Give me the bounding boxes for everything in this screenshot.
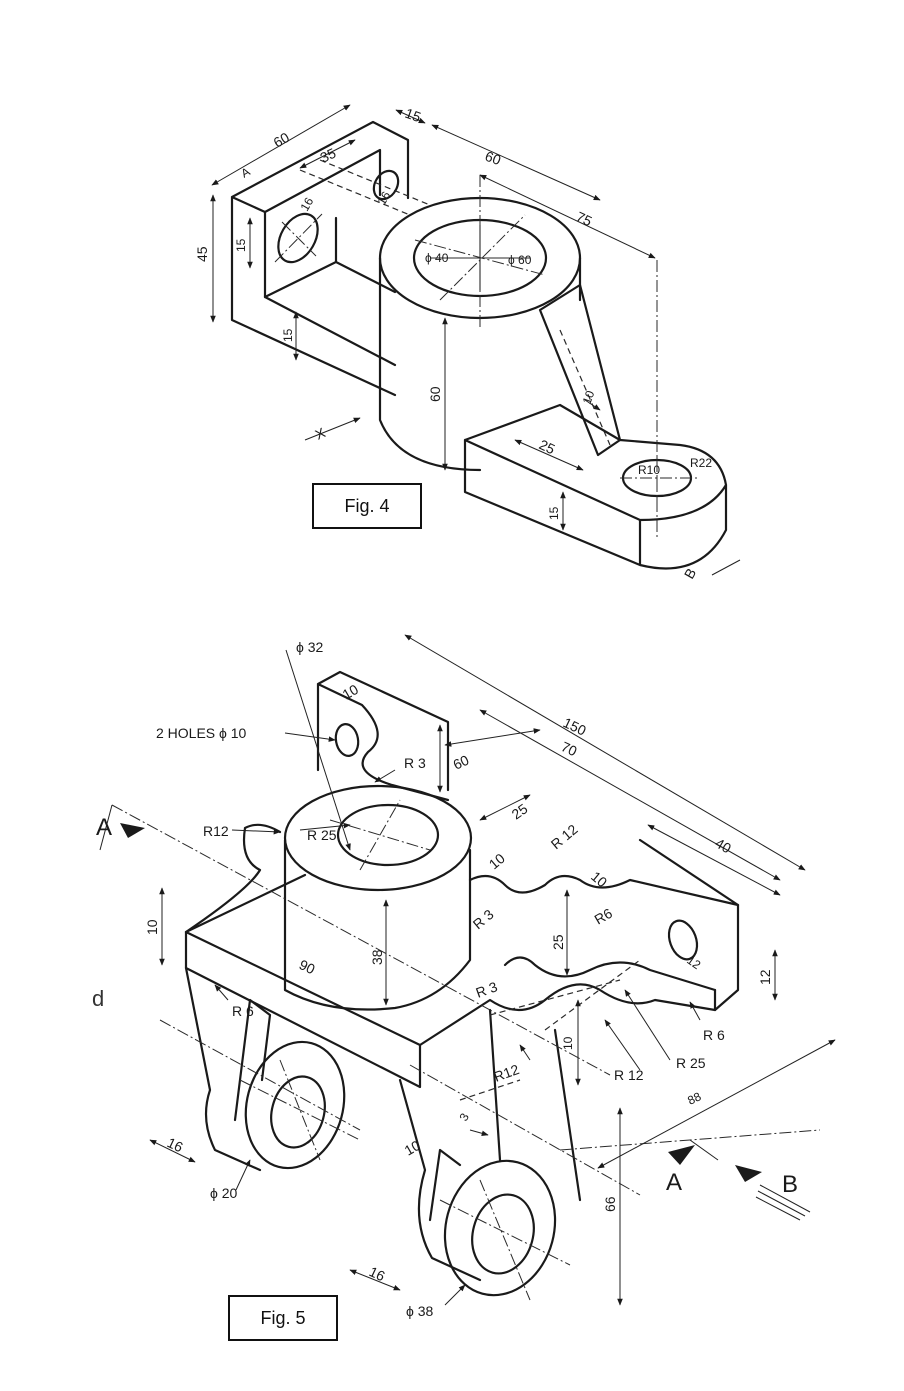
fig5-r6-right: R 6	[703, 1027, 725, 1043]
fig4-dim-A: A	[239, 164, 253, 180]
fig4-drawing: 60 15 35 A 45 15 15 16 16 60 75 ϕ 40 ϕ 6…	[194, 104, 741, 582]
fig4-dimension-lines	[210, 104, 741, 576]
fig5-dim-16-right: 16	[367, 1263, 388, 1284]
fig5-dim-60: 60	[451, 752, 472, 773]
fig5-dim-150: 150	[561, 714, 589, 738]
fig4-dim-15-lug: 15	[547, 506, 561, 520]
fig4-dim-15-top: 15	[403, 105, 423, 125]
fig5-block-hole	[334, 723, 360, 757]
fig5-right-hole	[667, 919, 699, 961]
fig4-dim-60-height: 60	[427, 386, 443, 402]
fig4-view-b: B	[681, 565, 700, 581]
fig4-dim-16: 16	[297, 195, 316, 214]
fig5-dim-12b: 12	[757, 969, 773, 985]
fig5-view-a-right: A	[666, 1169, 682, 1196]
fig5-r12-low: R12	[492, 1061, 522, 1085]
fig4-dim-60-long: 60	[483, 148, 503, 168]
fig5-right-boss-centerlines	[439, 1179, 571, 1301]
fig5-left-boss	[244, 1040, 346, 1170]
fig4-lug-centerlines	[620, 260, 700, 540]
fig5-dim-10-leg: 10	[402, 1137, 424, 1159]
fig4-block-hole	[277, 212, 319, 264]
fig5-dim-90: 90	[297, 956, 318, 977]
fig5-r6-left: R 6	[232, 1003, 254, 1019]
fig5-dimension-lines	[99, 634, 836, 1306]
fig5-right-boss	[443, 1159, 557, 1297]
fig4-dim-16b: 16	[374, 189, 393, 208]
fig4-caption: Fig. 4	[312, 483, 422, 529]
fig4-rib	[538, 283, 622, 457]
fig5-center-lines	[111, 804, 821, 1196]
fig5-back-block	[316, 670, 450, 802]
fig5-dim-16-left: 16	[165, 1134, 186, 1155]
stray-mark: d	[92, 986, 105, 1011]
fig5-left-boss-bore	[270, 1075, 326, 1149]
fig5-drawing: ϕ 32 10 2 HOLES ϕ 10 R 3 60 150 70 25 R …	[96, 634, 836, 1319]
fig4-dim-25: 25	[537, 436, 558, 457]
fig4-block-inner	[263, 216, 397, 299]
fig4-dim-15-side: 15	[234, 238, 248, 252]
fig5-r25-right: R 25	[676, 1055, 706, 1071]
fig5-dim-10-top: 10	[340, 681, 362, 703]
fig5-r12-right: R 12	[614, 1067, 644, 1083]
fig5-view-a-left: A	[96, 814, 112, 841]
fig5-dim-25-mid: 25	[550, 934, 566, 950]
fig5-r12-top: R 12	[548, 821, 581, 852]
fig5-dim-12a: 12	[684, 953, 703, 972]
fig5-left-leg	[184, 966, 272, 1172]
fig5-wavy-flange	[184, 823, 740, 1047]
fig5-r25: R 25	[307, 827, 337, 843]
fig5-dim-10-left: 10	[144, 919, 160, 935]
fig4-dim-75: 75	[574, 208, 595, 229]
fig5-dim-10-low: 10	[561, 1036, 575, 1050]
fig4-dim-60-top: 60	[271, 129, 293, 151]
fig4-r22: R22	[690, 456, 712, 470]
fig5-r6-mid: R6	[592, 905, 616, 928]
fig4-phi-40: ϕ 40	[425, 251, 449, 265]
fig5-dim-10-mid: 10	[486, 850, 508, 872]
fig5-wave-lower	[503, 956, 717, 992]
fig5-right-leg	[398, 1008, 582, 1282]
fig4-hole-centerlines	[274, 213, 323, 263]
fig4-block-outline	[230, 120, 410, 397]
fig4-view-x: X	[313, 424, 329, 443]
fig4-cylinder-body	[378, 256, 582, 472]
fig4-dim-45: 45	[194, 246, 210, 262]
fig5-phi-38: ϕ 38	[406, 1303, 434, 1319]
fig4-dim-10: 10	[580, 388, 598, 406]
fig5-right-boss-bore	[471, 1193, 535, 1275]
fig5-dim-88: 88	[685, 1089, 703, 1107]
fig5-dim-3: 3	[456, 1110, 472, 1123]
fig5-r3-mid: R 3	[470, 906, 497, 932]
fig5-phi-32: ϕ 32	[296, 639, 324, 655]
fig5-dim-38: 38	[369, 949, 385, 965]
fig5-cylinder-bore	[336, 803, 440, 867]
fig5-dim-66: 66	[602, 1196, 618, 1212]
fig4-dim-35: 35	[318, 145, 339, 166]
fig4-hidden-slot	[299, 159, 431, 216]
fig5-r12-left: R12	[203, 823, 229, 839]
fig5-r3-low: R 3	[474, 978, 500, 1001]
fig4-rib-hidden	[559, 329, 611, 446]
fig5-cylinder-body	[283, 838, 472, 1011]
fig5-hidden-lines	[459, 959, 641, 1101]
fig4-dim-15-low: 15	[281, 328, 295, 342]
fig5-caption: Fig. 5	[228, 1295, 338, 1341]
fig5-view-b: B	[782, 1171, 798, 1198]
fig5-dim-40: 40	[713, 835, 735, 857]
fig4-r10: R10	[638, 463, 660, 477]
fig5-r3-top: R 3	[404, 755, 426, 771]
fig5-phi-20: ϕ 20	[210, 1185, 238, 1201]
fig4-phi-60: ϕ 60	[508, 253, 532, 267]
fig5-dim-70: 70	[559, 738, 580, 759]
fig5-left-boss-centerlines	[239, 1059, 361, 1161]
fig4-lug	[463, 403, 728, 570]
fig5-holes-note: 2 HOLES ϕ 10	[156, 725, 247, 741]
